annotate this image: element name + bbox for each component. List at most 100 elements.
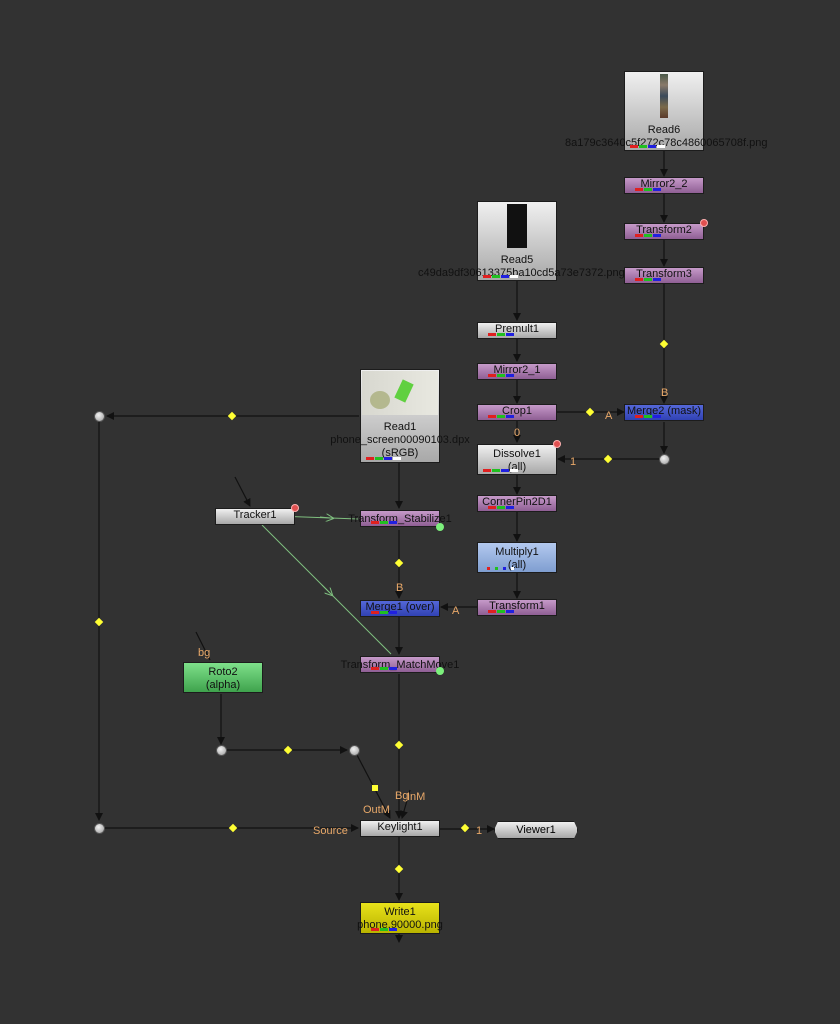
- pin-merge1-b: B: [396, 582, 404, 594]
- read6-label: Read6: [647, 124, 681, 136]
- pin-roto-bg: bg: [198, 647, 211, 659]
- pin-keylight-outm: OutM: [363, 804, 390, 816]
- pin-dissolve-1: 1: [570, 456, 577, 468]
- animated-badge: [291, 504, 299, 512]
- node-transform2[interactable]: Transform2: [624, 223, 704, 240]
- node-read6[interactable]: Read6 8a179c3640c5f272c78c4860065708f.pn…: [565, 71, 767, 151]
- node-cornerpin2d1[interactable]: CornerPin2D1: [477, 495, 557, 512]
- read1-file: phone_screen00090103.dpx: [330, 434, 470, 446]
- wire: [195, 631, 211, 661]
- wire-handle: [283, 745, 293, 755]
- dot-node[interactable]: [349, 745, 360, 756]
- dot-node[interactable]: [216, 745, 227, 756]
- pin-dissolve-0: 0: [514, 427, 521, 439]
- wire-handle: [460, 823, 470, 833]
- node-merge1[interactable]: Merge1 (over): [360, 600, 440, 617]
- node-transform-matchmove1[interactable]: Transform_MatchMove1: [341, 656, 459, 673]
- wire-handle: [394, 740, 404, 750]
- node-label: Crop1: [502, 405, 532, 417]
- node-label: Merge2 (mask): [627, 405, 701, 417]
- node-label: Keylight1: [377, 821, 423, 833]
- node-read5[interactable]: Read5 c49da9df30613375ba10cd5a73e7372.pn…: [418, 201, 625, 281]
- pin-keylight-bg: Bg: [395, 790, 409, 802]
- channel-indicator: [364, 611, 404, 614]
- channel-indicator: [364, 667, 404, 670]
- read5-label: Read5: [500, 254, 534, 266]
- pin-merge2-b: B: [661, 387, 669, 399]
- channel-indicator: [364, 928, 404, 931]
- node-label: Tracker1: [233, 509, 277, 521]
- pin-merge2-a: A: [605, 410, 613, 422]
- channel-indicator: [481, 610, 521, 613]
- node-label: Transform_Stabilize1: [348, 513, 452, 525]
- read6-file: 8a179c3640c5f272c78c4860065708f.png: [565, 137, 768, 149]
- animated-badge: [553, 440, 561, 448]
- channel-indicator: [364, 457, 404, 460]
- node-read1[interactable]: Read1 phone_screen00090103.dpx (sRGB): [330, 369, 470, 463]
- read1-thumbnail: [362, 371, 438, 415]
- node-label: Transform_MatchMove1: [340, 659, 460, 671]
- channel-indicator: [481, 374, 521, 377]
- pin-keylight-source: Source: [313, 825, 348, 837]
- node-label: Write1: [384, 906, 416, 918]
- dot-node[interactable]: [94, 411, 105, 422]
- read1-label: Read1: [383, 421, 417, 433]
- wire-handle: [603, 454, 613, 464]
- wire: [234, 476, 251, 507]
- node-roto2[interactable]: Roto2 (alpha): [183, 662, 263, 693]
- node-viewer1[interactable]: Viewer1: [494, 821, 578, 839]
- node-label: Dissolve1: [493, 448, 541, 460]
- dot-node[interactable]: [94, 823, 105, 834]
- channel-indicator: [481, 415, 521, 418]
- node-transform1[interactable]: Transform1: [477, 599, 557, 616]
- wire: [400, 789, 411, 819]
- node-label: CornerPin2D1: [482, 496, 552, 508]
- channel-indicator: [364, 521, 404, 524]
- node-label: Mirror2_2: [640, 178, 688, 190]
- node-crop1[interactable]: Crop1: [477, 404, 557, 421]
- node-sublabel: (alpha): [205, 679, 241, 691]
- node-write1[interactable]: Write1 phone.90000.png: [357, 902, 443, 934]
- channel-indicator: [628, 234, 668, 237]
- node-label: Transform2: [636, 224, 692, 236]
- channel-indicator: [481, 506, 521, 509]
- node-premult1[interactable]: Premult1: [477, 322, 557, 339]
- node-keylight1[interactable]: Keylight1: [360, 820, 440, 837]
- node-mirror2-2[interactable]: Mirror2_2: [624, 177, 704, 194]
- tracker-linked-indicator: [436, 667, 444, 675]
- tracker-linked-indicator: [436, 523, 444, 531]
- wire-handle: [372, 785, 378, 791]
- channel-indicator: [628, 188, 668, 191]
- node-label: Merge1 (over): [365, 601, 435, 613]
- channel-indicator: [481, 275, 521, 278]
- wire-handle: [228, 823, 238, 833]
- channel-indicator: [481, 333, 521, 336]
- channel-indicator: [628, 278, 668, 281]
- wire-handle: [94, 617, 104, 627]
- write1-file: phone.90000.png: [357, 919, 443, 931]
- node-label: Premult1: [494, 323, 540, 335]
- node-sublabel: (all): [507, 461, 527, 473]
- channel-indicator: [628, 145, 668, 148]
- node-mirror2-1[interactable]: Mirror2_1: [477, 363, 557, 380]
- node-transform3[interactable]: Transform3: [624, 267, 704, 284]
- wire-handle: [659, 339, 669, 349]
- pin-viewer-1: 1: [476, 825, 483, 837]
- animated-badge: [700, 219, 708, 227]
- tracker-link-arrow: [321, 584, 330, 593]
- read6-thumbnail: [660, 74, 668, 118]
- node-dissolve1[interactable]: Dissolve1 (all): [477, 444, 557, 475]
- dot-node[interactable]: [659, 454, 670, 465]
- node-label: Roto2: [208, 666, 238, 678]
- node-tracker1[interactable]: Tracker1: [215, 508, 295, 525]
- wire-handle: [394, 558, 404, 568]
- node-label: Multiply1: [495, 546, 539, 558]
- node-label: Transform3: [636, 268, 692, 280]
- node-merge2[interactable]: Merge2 (mask): [624, 404, 704, 421]
- pin-keylight-inm: InM: [407, 791, 426, 803]
- node-multiply1[interactable]: Multiply1 (all): [477, 542, 557, 573]
- node-transform-stabilize1[interactable]: Transform_Stabilize1: [348, 510, 452, 527]
- wire-handle: [585, 407, 595, 417]
- pin-merge1-a: A: [452, 605, 460, 617]
